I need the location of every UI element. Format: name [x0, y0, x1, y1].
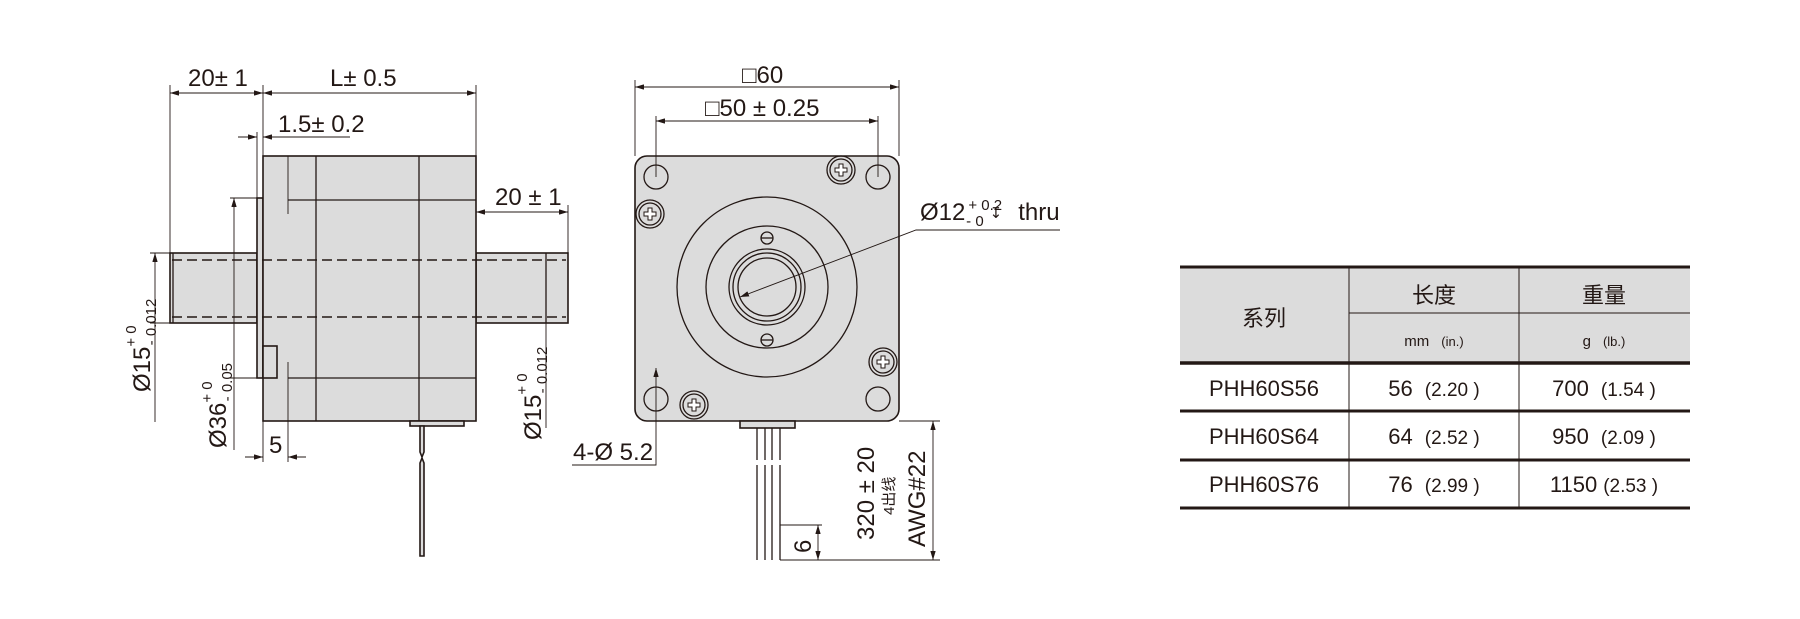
mount-hole	[865, 386, 891, 412]
svg-text:950(2.09 ): 950(2.09 )	[1552, 424, 1656, 449]
wire-gauge-label: AWG#22	[904, 451, 931, 547]
strip-length-label: 6	[790, 540, 817, 553]
header-series: 系列	[1242, 306, 1286, 331]
shaft-right	[475, 252, 569, 324]
table-row: PHH60S56 56(2.20 ) 700(1.54 )	[1209, 376, 1656, 401]
header-length-unit: mm(in.)	[1404, 333, 1463, 350]
connector	[739, 420, 796, 429]
key-slot	[262, 345, 278, 379]
side-view: 20± 1 L± 0.5 1.5± 0.2 20 ± 1 Ø15+ 0- 0.0…	[123, 65, 569, 557]
lead-length-label: 320 ± 20	[853, 447, 880, 540]
flange-thickness-label: 1.5± 0.2	[278, 111, 365, 138]
table-row: PHH60S64 64(2.52 ) 950(2.09 )	[1209, 424, 1656, 449]
front-view: □60 □50 ± 0.25 Ø12+ 0.2- 0↧thru 4-Ø 5.2 …	[572, 62, 1060, 561]
shaft-length-left-label: 20± 1	[188, 65, 248, 92]
svg-text:64(2.52 ): 64(2.52 )	[1388, 424, 1479, 449]
connector	[409, 420, 465, 427]
header-weight-unit: g(lb.)	[1583, 333, 1626, 350]
svg-text:700(1.54 ): 700(1.54 )	[1552, 376, 1656, 401]
svg-text:PHH60S76: PHH60S76	[1209, 472, 1319, 497]
shaft-dia-left-label: Ø15+ 0- 0.012	[123, 299, 160, 392]
flange-square	[634, 155, 900, 422]
outer-square-label: □60	[742, 62, 783, 89]
motor-body	[262, 155, 477, 422]
body-length-label: L± 0.5	[330, 65, 397, 92]
header-weight: 重量	[1582, 283, 1626, 308]
shaft-dia-right-label: Ø15+ 0- 0.012	[514, 347, 551, 440]
lead-count-label: 4出线	[881, 477, 898, 515]
mount-holes-label: 4-Ø 5.2	[573, 439, 653, 466]
shaft-left	[169, 252, 258, 324]
pilot-dia-label: Ø36+ 0- 0.05	[199, 363, 236, 448]
svg-text:56(2.20 ): 56(2.20 )	[1388, 376, 1479, 401]
svg-text:PHH60S56: PHH60S56	[1209, 376, 1319, 401]
svg-text:1150(2.53 ): 1150(2.53 )	[1550, 472, 1658, 497]
svg-text:76(2.99 ): 76(2.99 )	[1388, 472, 1479, 497]
spec-table: 系列 长度 重量 mm(in.) g(lb.) PHH60S56 56(2.20…	[1180, 265, 1690, 510]
key-offset-label: 5	[269, 432, 282, 459]
table-row: PHH60S76 76(2.99 ) 1150(2.53 )	[1209, 472, 1658, 497]
hole-pitch-label: □50 ± 0.25	[705, 95, 819, 122]
bore-label: Ø12+ 0.2- 0↧thru	[920, 197, 1060, 230]
header-length: 长度	[1412, 283, 1456, 308]
screw-icons	[635, 155, 898, 420]
pilot-flange	[256, 197, 264, 379]
svg-text:PHH60S64: PHH60S64	[1209, 424, 1319, 449]
shaft-length-right-label: 20 ± 1	[495, 184, 562, 211]
